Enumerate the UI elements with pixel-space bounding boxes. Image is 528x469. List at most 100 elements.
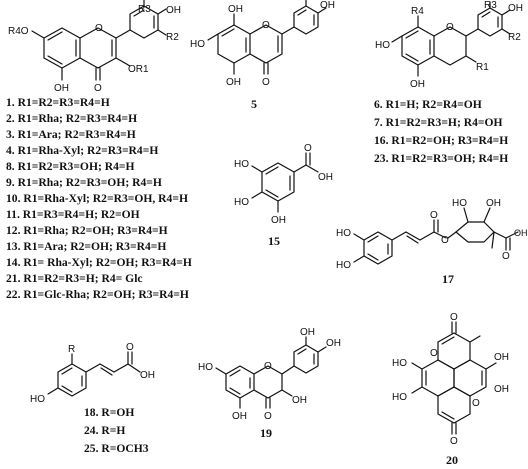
compound-17-number: 17 — [442, 272, 454, 286]
flavanol-label-ring-o: O — [446, 22, 454, 33]
flavonol-label-r4o: R4O — [8, 26, 29, 37]
c17-label-acid-oh: OH — [514, 228, 528, 238]
legend-line-1: 1. R1=R2=R3=R4=H — [6, 96, 110, 109]
legend-line-2: 2. R1=Rha; R2=R3=R4=H — [6, 112, 137, 125]
flavonol-label-ring-o: O — [95, 23, 103, 34]
c5-label-ring-o: O — [262, 20, 270, 31]
c19-label-ring-o: O — [264, 361, 272, 372]
compound-20-labels: O O OH HO OH HO O O 20 — [392, 312, 509, 467]
legend-line-23: 23. R1=R2=R3=OH; R4=H — [374, 152, 508, 165]
legend-line-25: 25. R=OCH3 — [84, 442, 149, 455]
cinnamic-legend: 18. R=OH 24. R=H 25. R=OCH3 — [84, 406, 149, 455]
c5-label-keto-o: O — [262, 77, 270, 88]
c19-label-ho-7: HO — [198, 362, 213, 373]
legend-line-16: 16. R1=R2=OH; R3=R4=H — [374, 134, 508, 147]
compound-20-structure — [411, 321, 497, 435]
c5-label-oh-5: OH — [226, 77, 241, 88]
c15-label-ho-3: HO — [234, 159, 249, 170]
flavonol-labels: R3 OH R4O O R2 OR1 OH O — [8, 4, 181, 94]
flavanol-label-r3: R3 — [484, 0, 497, 11]
legend-line-4: 4. R1=Rha-Xyl; R2=R3=R4=H — [6, 144, 158, 157]
flavanol-label-oh: OH — [508, 3, 523, 14]
flavonol-label-r2: R2 — [166, 32, 179, 43]
legend-line-12: 12. R1=Rha; R2=OH; R3=R4=H — [6, 224, 168, 237]
c20-label-ho-left-lower: HO — [392, 392, 407, 403]
flavonol-label-or1: OR1 — [128, 64, 149, 75]
compound-5-number: 5 — [251, 97, 257, 111]
c20-label-o-ring-top: O — [430, 348, 438, 359]
c19-label-oh-4p: OH — [326, 338, 341, 349]
legend-line-11: 11. R1=R3=R4=H; R2=OH — [6, 208, 140, 221]
legend-line-14: 14. R1= Rha-Xyl; R2=OH; R3=R4=H — [6, 256, 192, 269]
cinnamic-label-r: R — [68, 344, 75, 355]
legend-line-24: 24. R=H — [84, 424, 125, 437]
legend-line-13: 13. R1=Ara; R2=OH; R3=R4=H — [6, 240, 166, 253]
c17-label-oh-top: OH — [486, 198, 501, 209]
flavanol-label-oh-5: OH — [410, 79, 425, 90]
c20-label-o-bottom: O — [450, 436, 458, 447]
compound-15-labels: O OH HO HO OH 15 — [234, 143, 333, 248]
c15-label-ho-4: HO — [234, 197, 249, 208]
flavanol-label-r2: R2 — [508, 32, 521, 43]
c20-label-o-top: O — [450, 312, 458, 323]
legend-line-9: 9. R1=Rha; R2=R3=OH; R4=H — [6, 176, 162, 189]
legend-line-3: 3. R1=Ara; R2=R3=R4=H — [6, 128, 136, 141]
legend-line-10: 10. R1=Rha-Xyl; R2=R3=OH, R4=H — [6, 192, 188, 205]
cinnamic-label-oh: OH — [140, 370, 155, 381]
flavonol-structure — [31, 0, 167, 81]
c19-label-keto-o: O — [264, 411, 272, 422]
cinnamic-label-o: O — [126, 342, 134, 353]
compound-15-structure — [251, 152, 319, 213]
cinnamic-structure — [47, 351, 141, 397]
c17-label-ho-ring: HO — [452, 198, 467, 209]
compound-19-structure — [215, 336, 327, 409]
compound-19-number: 19 — [260, 426, 272, 440]
c5-label-oh-4p: OH — [320, 0, 335, 11]
flavanol-structure — [391, 1, 511, 77]
flavanol-label-ho: HO — [375, 40, 390, 51]
legend-line-22: 22. R1=Glc-Rha; R2=OH; R3=R4=H — [6, 288, 189, 301]
compound-5-labels: OH OH HO O OH OH O 5 — [190, 0, 335, 111]
c19-label-oh-5: OH — [232, 411, 247, 422]
compound-20-number: 20 — [446, 453, 458, 467]
c5-label-oh-8: OH — [228, 4, 243, 15]
c15-label-acid-oh: OH — [318, 172, 333, 183]
c20-label-oh-right-lower: OH — [494, 384, 509, 395]
c20-label-o-ring-bottom: O — [472, 398, 480, 409]
legend-line-18: 18. R=OH — [84, 406, 134, 419]
flavanol-legend: 6. R1=H; R2=R4=OH 7. R1=R2=R3=H; R4=OH 1… — [374, 98, 508, 165]
c20-label-oh-right: OH — [494, 352, 509, 363]
cinnamic-labels: R O OH HO — [30, 342, 155, 405]
flavonol-label-r3: R3 — [138, 4, 151, 15]
c20-label-ho-left-upper: HO — [392, 358, 407, 369]
legend-line-8: 8. R1=R2=R3=OH; R4=H — [6, 160, 135, 173]
legend-line-7: 7. R1=R2=R3=H; R4=OH — [374, 116, 503, 129]
flavonol-label-keto-o: O — [94, 83, 102, 94]
flavanol-label-r1: R1 — [476, 62, 489, 73]
flavonol-label-oh: OH — [166, 5, 181, 16]
c5-label-ho-7: HO — [190, 39, 205, 50]
legend-line-6: 6. R1=H; R2=R4=OH — [374, 98, 482, 111]
compound-19-labels: OH OH HO O OH OH O 19 — [198, 327, 341, 440]
flavanol-labels: R3 OH R4 HO O R2 R1 OH — [375, 0, 523, 90]
c17-label-ester-o: O — [430, 210, 438, 221]
flavonol-legend: 1. R1=R2=R3=R4=H 2. R1=Rha; R2=R3=R4=H 3… — [6, 96, 192, 301]
c17-label-acid-o: O — [502, 251, 510, 262]
compound-17-labels: HO OH HO O O OH HO O 17 — [336, 198, 528, 286]
c17-label-ho-4: HO — [336, 260, 351, 271]
cinnamic-label-ho: HO — [30, 394, 45, 405]
compound-15-number: 15 — [268, 234, 280, 248]
c15-label-carbonyl-o: O — [304, 143, 312, 154]
compound-17-structure — [353, 207, 519, 265]
c19-label-oh-3p: OH — [300, 327, 315, 338]
legend-line-21: 21. R1=R2=R3=H; R4= Glc — [6, 272, 143, 285]
flavanol-label-r4: R4 — [411, 6, 424, 17]
compound-5-structure — [207, 0, 327, 75]
c17-label-ho-3: HO — [336, 228, 351, 239]
c17-label-linker-o: O — [441, 235, 449, 246]
flavonol-label-oh-5: OH — [54, 83, 69, 94]
c19-label-oh-3: OH — [292, 395, 307, 406]
c15-label-oh-5: OH — [271, 215, 286, 226]
